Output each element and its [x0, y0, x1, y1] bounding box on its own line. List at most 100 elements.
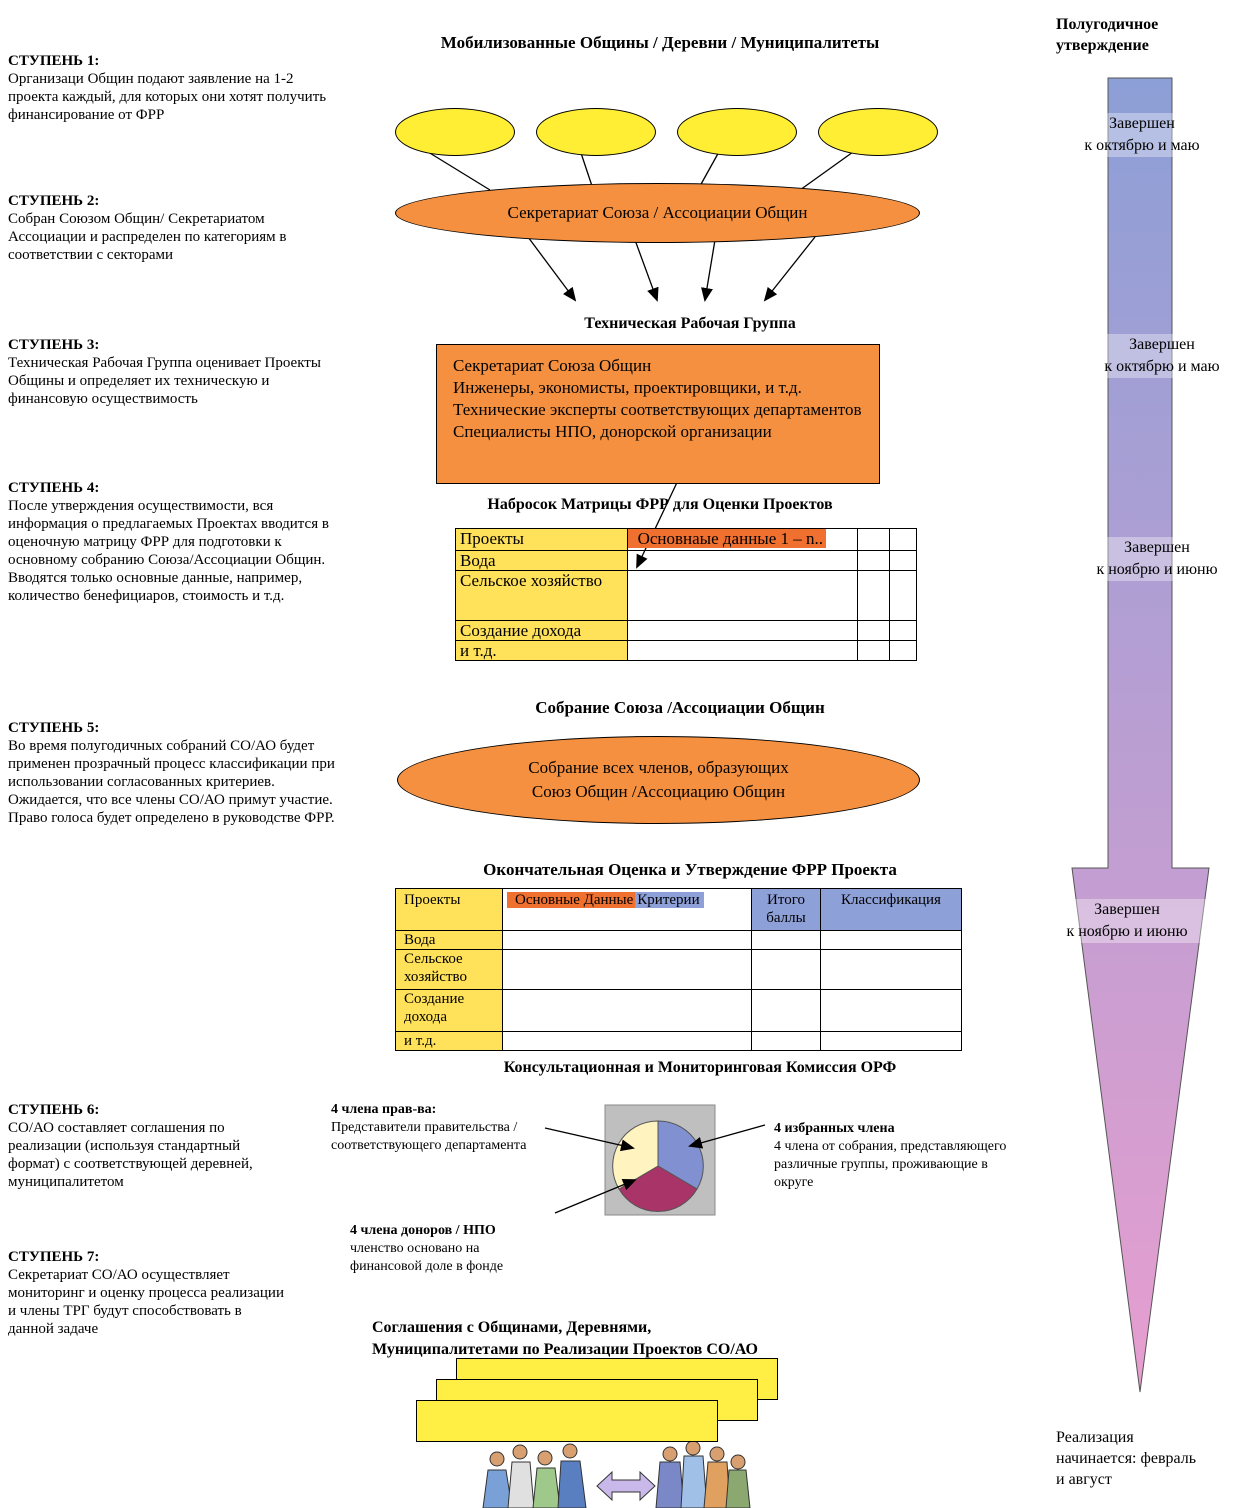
- final-cell: [502, 989, 752, 1032]
- step-title: СТУПЕНЬ 4:: [8, 480, 100, 496]
- assembly-header: Собрание Союза /Ассоциации Общин: [535, 698, 825, 717]
- final-cell: [820, 989, 962, 1032]
- final-cell: [820, 949, 962, 990]
- agreements-header: Соглашения с Общинами, Деревнями, Муници…: [372, 1317, 892, 1361]
- matrix-header: Набросок Матрицы ФРР для Оценки Проектов: [487, 496, 833, 513]
- matrix-header-projects: Проекты: [455, 528, 628, 551]
- step-4: СТУПЕНЬ 4: После утверждения осуществимо…: [8, 479, 338, 605]
- step-text: Организаци Общин подают заявление на 1-2…: [8, 71, 327, 123]
- elected-text: 4 члена от собрания, представляющего раз…: [774, 1139, 1007, 1190]
- timeline-label: Завершен к ноябрю и июню: [1047, 899, 1207, 943]
- assembly-line: Союз Общин /Ассоциацию Общин: [531, 782, 786, 801]
- timeline-title-line: Полугодичное: [1056, 16, 1159, 33]
- secretariat-oval: Секретариат Союза / Ассоциации Общин: [395, 183, 920, 243]
- people-group-icon: [482, 1443, 587, 1508]
- final-row-label: Создание дохода: [395, 989, 503, 1032]
- final-cell: [820, 930, 962, 950]
- timeline-label-line: к ноябрю и июню: [1066, 923, 1188, 940]
- final-row-label: Вода: [395, 930, 503, 950]
- timeline-label-line: к ноябрю и июню: [1096, 561, 1218, 578]
- step-1: СТУПЕНЬ 1: Организаци Общин подают заявл…: [8, 52, 338, 124]
- timeline-label: Завершен к октябрю и маю: [1082, 334, 1237, 378]
- timeline-label-line: Завершен: [1124, 539, 1190, 556]
- timeline-label: Завершен к октябрю и маю: [1062, 113, 1222, 157]
- community-oval: [536, 108, 656, 156]
- step-text: Секретариат СО/АО осуществляет мониторин…: [8, 1267, 284, 1337]
- step-5: СТУПЕНЬ 5: Во время полугодичных собрани…: [8, 719, 338, 827]
- final-cell: [820, 1031, 962, 1051]
- flow-arrow: [688, 1124, 766, 1149]
- communities-header: Мобилизованные Общины / Деревни / Муници…: [440, 33, 880, 52]
- final-header-total: Итого баллы: [751, 888, 821, 931]
- timeline-title-line: утверждение: [1056, 37, 1149, 54]
- final-cell: [502, 949, 752, 990]
- flow-arrow: [544, 1127, 635, 1152]
- step-7: СТУПЕНЬ 7: Секретариат СО/АО осуществляе…: [8, 1248, 288, 1338]
- matrix-cell: [857, 570, 890, 621]
- twg-header: Техническая Рабочая Группа: [584, 315, 796, 332]
- flow-arrow: [634, 239, 659, 302]
- commission-header: Консультационная и Мониторинговая Комисс…: [503, 1059, 897, 1076]
- matrix-cell: [626, 620, 859, 641]
- final-cell: [751, 949, 821, 990]
- agreement-sheet: [416, 1400, 718, 1442]
- matrix-row-label: и т.д.: [455, 640, 628, 661]
- gov-members: 4 члена прав-ва: Представители правитель…: [331, 1101, 571, 1155]
- step-title: СТУПЕНЬ 2:: [8, 193, 100, 209]
- donor-title: 4 члена доноров / НПО: [350, 1223, 496, 1238]
- matrix-cell: [857, 640, 890, 661]
- timeline-label-line: к октябрю и маю: [1104, 358, 1220, 375]
- twg-box: Секретариат Союза Общин Инженеры, эконом…: [436, 344, 880, 484]
- final-cell: [751, 1031, 821, 1051]
- final-header: Окончательная Оценка и Утверждение ФРР П…: [483, 860, 897, 879]
- people-group-icon: [655, 1440, 751, 1508]
- step-text: Собран Союзом Общин/ Секретариатом Ассоц…: [8, 211, 287, 263]
- donor-members: 4 члена доноров / НПО членство основано …: [350, 1222, 550, 1276]
- matrix-cell: [888, 620, 918, 641]
- step-2: СТУПЕНЬ 2: Собран Союзом Общин/ Секретар…: [8, 192, 338, 264]
- step-text: Во время полугодичных собраний СО/АО буд…: [8, 738, 335, 826]
- final-criteria-label: Критерии: [635, 892, 704, 908]
- step-3: СТУПЕНЬ 3: Техническая Рабочая Группа оц…: [8, 336, 338, 408]
- matrix-cell: [626, 640, 859, 661]
- matrix-cell: [888, 550, 918, 571]
- agreements-line: Муниципалитетами по Реализации Проектов …: [372, 1341, 758, 1358]
- twg-member: Инженеры, экономисты, проектировщики, и …: [453, 378, 802, 397]
- final-cell: [751, 989, 821, 1032]
- gov-title: 4 члена прав-ва:: [331, 1102, 437, 1117]
- implementation-note: Реализация начинается: февраль и август: [1056, 1427, 1234, 1490]
- commission-pie: [612, 1120, 704, 1212]
- matrix-table: Проекты Основнаые данные 1 – n.. Вода Се…: [455, 528, 918, 661]
- final-header-rank: Классификация: [820, 888, 962, 931]
- twg-member: Секретариат Союза Общин: [453, 356, 652, 375]
- gov-text: Представители правительства / соответств…: [331, 1120, 527, 1153]
- final-cell: [502, 1031, 752, 1051]
- donor-text: членство основано на финансовой доле в ф…: [350, 1241, 504, 1274]
- matrix-data-label: Основнаые данные 1 – n..: [627, 529, 827, 548]
- step-title: СТУПЕНЬ 5:: [8, 720, 100, 736]
- matrix-cell: [626, 570, 859, 621]
- twg-member: Технические эксперты соответствующих деп…: [453, 400, 862, 419]
- timeline-label: Завершен к ноябрю и июню: [1077, 537, 1237, 581]
- implementation-line: начинается: февраль: [1056, 1450, 1197, 1467]
- timeline-label-line: Завершен: [1094, 901, 1160, 918]
- step-text: После утверждения осуществимости, вся ин…: [8, 498, 329, 604]
- matrix-row-label: Сельское хозяйство: [455, 570, 628, 621]
- matrix-cell: [888, 640, 918, 661]
- timeline-title: Полугодичное утверждение: [1056, 14, 1236, 56]
- connector-line: [699, 149, 721, 187]
- matrix-cell: [857, 620, 890, 641]
- final-cell: [751, 930, 821, 950]
- flow-arrow: [701, 239, 716, 302]
- pie-slice-donors: [618, 1165, 698, 1212]
- connector-line: [799, 146, 861, 191]
- double-arrow-icon: [596, 1470, 656, 1502]
- community-oval: [395, 108, 515, 156]
- step-title: СТУПЕНЬ 7:: [8, 1249, 100, 1265]
- step-title: СТУПЕНЬ 6:: [8, 1102, 100, 1118]
- community-oval: [677, 108, 797, 156]
- timeline-label-line: к октябрю и маю: [1084, 137, 1200, 154]
